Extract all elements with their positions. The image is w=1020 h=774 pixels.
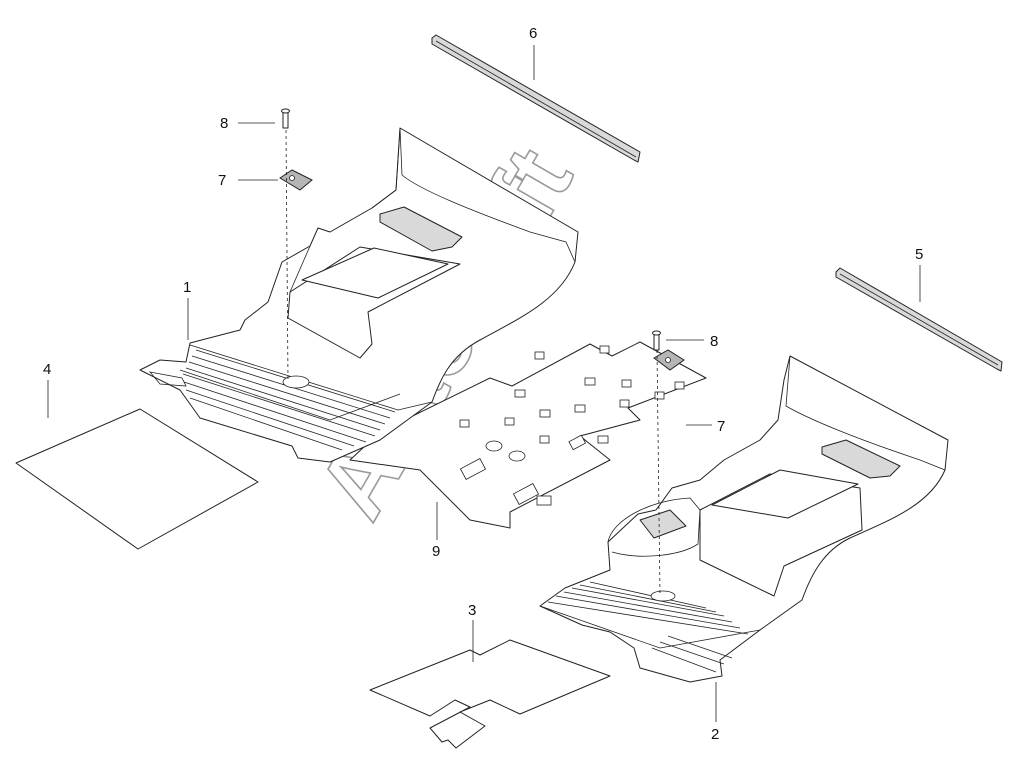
callout-6: 6 — [529, 25, 537, 42]
part-7-cover-plate-right — [653, 349, 685, 371]
callout-2: 2 — [711, 726, 719, 743]
callout-9: 9 — [432, 543, 440, 560]
part-8-bolt-left — [281, 108, 290, 129]
assembly-axis-right — [656, 349, 661, 597]
callout-7-left: 7 — [218, 172, 226, 189]
part-7-cover-plate-left — [279, 169, 313, 191]
part-2-ribs — [547, 581, 749, 673]
callout-4: 4 — [43, 361, 51, 378]
callout-8-right: 8 — [710, 333, 718, 350]
part-4-flat-mat — [15, 408, 259, 550]
part-1-floor-covering — [139, 127, 579, 463]
callout-7-right: 7 — [717, 418, 725, 435]
part-5-rail-strip — [835, 267, 1003, 372]
callout-3: 3 — [468, 602, 476, 619]
callout-1: 1 — [183, 279, 191, 296]
part-8-bolt-right — [652, 330, 661, 351]
part-3-mat-with-cutout — [369, 639, 611, 749]
callout-5: 5 — [915, 246, 923, 263]
callout-8-left: 8 — [220, 115, 228, 132]
part-6-rail-strip — [431, 34, 641, 163]
part-9-floor-panel — [349, 341, 707, 529]
part-2-floor-covering — [539, 355, 949, 683]
